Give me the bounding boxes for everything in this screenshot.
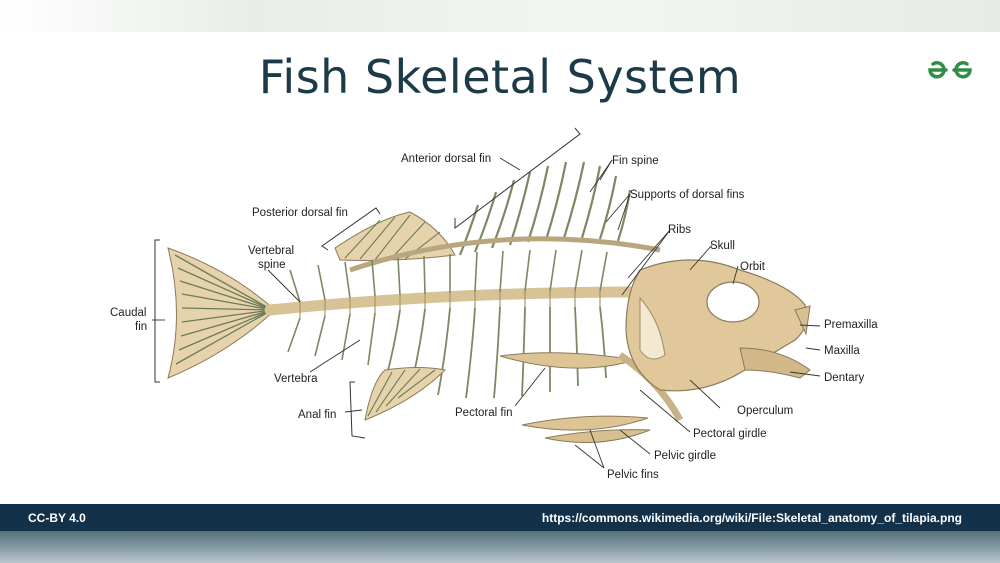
label-maxilla: Maxilla — [824, 345, 860, 357]
label-pelvic-fins: Pelvic fins — [607, 469, 659, 481]
pelvic-fins-shape — [522, 416, 648, 430]
label-skull: Skull — [710, 240, 735, 252]
label-supports-dorsal-fins: Supports of dorsal fins — [630, 189, 745, 201]
label-operculum: Operculum — [737, 405, 793, 417]
posterior-dorsal-fin-shape — [335, 212, 455, 260]
license-text: CC-BY 4.0 — [28, 511, 86, 525]
label-dentary: Dentary — [824, 372, 865, 384]
label-ribs: Ribs — [668, 224, 691, 236]
label-vertebral-spine-line1: Vertebral — [248, 245, 294, 257]
page-title: Fish Skeletal System — [0, 50, 1000, 104]
label-anterior-dorsal-fin: Anterior dorsal fin — [401, 153, 491, 165]
label-anal-fin: Anal fin — [298, 409, 336, 421]
anal-fin-shape — [365, 368, 445, 421]
label-pelvic-girdle: Pelvic girdle — [654, 450, 716, 462]
label-caudal-fin-line1: Caudal — [110, 307, 146, 319]
fish-skeleton-diagram: Anterior dorsal fin Fin spine Supports o… — [0, 120, 1000, 500]
bottom-gradient-strip — [0, 531, 1000, 563]
top-fade-band — [0, 0, 1000, 32]
label-pectoral-fin: Pectoral fin — [455, 407, 513, 419]
pectoral-fin-shape — [500, 353, 635, 368]
label-premaxilla: Premaxilla — [824, 319, 878, 331]
label-posterior-dorsal-fin: Posterior dorsal fin — [252, 207, 348, 219]
label-orbit: Orbit — [740, 261, 766, 273]
label-vertebra: Vertebra — [274, 373, 318, 385]
label-caudal-fin-line2: fin — [135, 321, 147, 333]
fish-skeleton-illustration — [168, 162, 810, 443]
label-vertebral-spine-line2: spine — [258, 259, 286, 271]
footer-bar: CC-BY 4.0 https://commons.wikimedia.org/… — [0, 504, 1000, 531]
source-link[interactable]: https://commons.wikimedia.org/wiki/File:… — [542, 511, 962, 525]
label-fin-spine: Fin spine — [612, 155, 659, 167]
orbit-shape — [707, 282, 759, 322]
geeksforgeeks-logo-icon — [924, 58, 976, 82]
label-pectoral-girdle: Pectoral girdle — [693, 428, 767, 440]
skull-shape — [626, 260, 810, 391]
